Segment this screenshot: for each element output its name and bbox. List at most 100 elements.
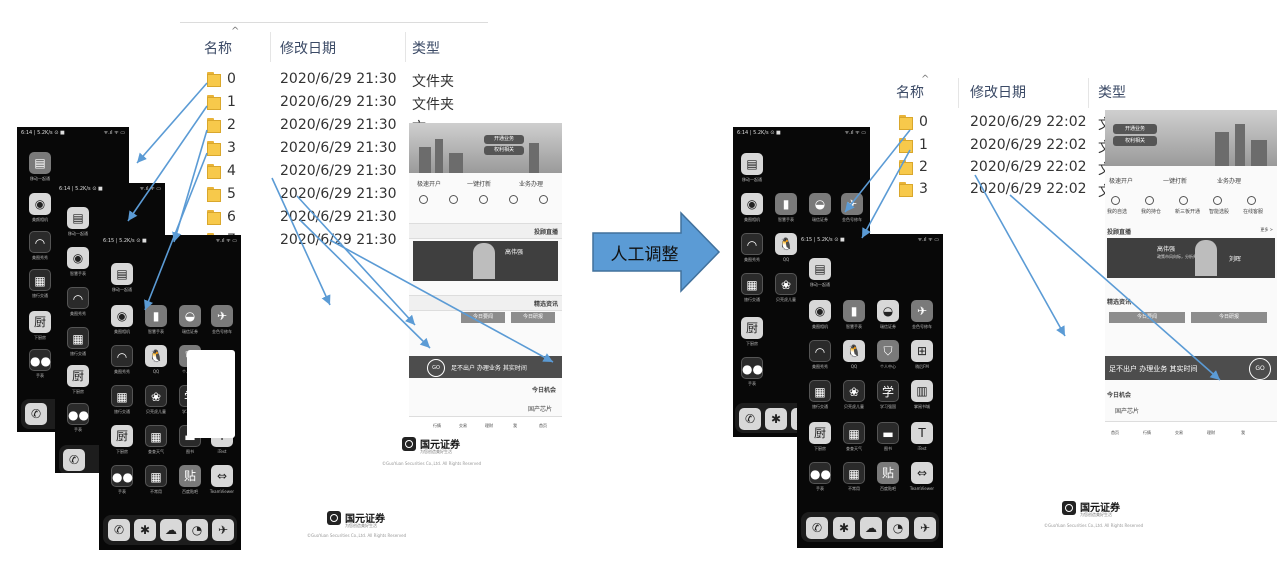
app-icon[interactable]: ▦ <box>29 269 51 291</box>
app-icon[interactable]: ▦ <box>67 327 89 349</box>
nav-trade[interactable]: 交易 <box>459 423 467 428</box>
app-icon[interactable]: 厨 <box>809 422 831 444</box>
teamviewer-icon[interactable]: ⇔ <box>911 462 933 484</box>
sort-caret-icon[interactable]: ^ <box>231 26 240 37</box>
app-icon[interactable]: ◠ <box>741 233 763 255</box>
app-icon[interactable]: ◉ <box>809 300 831 322</box>
app-icon[interactable]: ▮ <box>775 193 797 215</box>
app-icon[interactable]: ▥ <box>911 380 933 402</box>
qq-icon[interactable]: 🐧 <box>145 345 167 367</box>
quick-entry-3[interactable]: 业务办理 <box>519 181 544 188</box>
app-icon[interactable]: 厨 <box>111 425 133 447</box>
app-icon[interactable]: ▦ <box>741 273 763 295</box>
chance-item[interactable]: 国产芯片 <box>1115 408 1140 415</box>
app-icon[interactable]: 厨 <box>67 365 89 387</box>
menu-item[interactable]: 在线客服 <box>1243 209 1264 215</box>
promo-banner[interactable]: 开通业务 权利相关 <box>1105 110 1277 166</box>
app-icon[interactable]: ⛉ <box>877 340 899 362</box>
tab-today-news[interactable]: 今日要闻 <box>1109 312 1185 323</box>
quick-entry-2[interactable]: 一键打新 <box>467 181 492 188</box>
app-icon[interactable]: ✈ <box>911 300 933 322</box>
app-icon[interactable]: 学 <box>877 380 899 402</box>
app-icon[interactable]: ⊞ <box>911 340 933 362</box>
column-header-type[interactable]: 类型 <box>1098 85 1126 101</box>
quick-entry-1[interactable]: 极速开户 <box>1109 178 1134 185</box>
column-separator[interactable] <box>405 32 406 62</box>
clock-icon[interactable]: ◔ <box>186 519 208 541</box>
column-header-date[interactable]: 修改日期 <box>970 85 1026 101</box>
app-icon[interactable]: ▦ <box>145 465 167 487</box>
app-icon[interactable]: ▬ <box>877 422 899 444</box>
app-icon[interactable]: ▦ <box>809 380 831 402</box>
app-icon[interactable]: ▮ <box>843 300 865 322</box>
app-icon[interactable]: ❀ <box>775 273 797 295</box>
sort-caret-icon[interactable]: ^ <box>921 74 930 85</box>
app-icon[interactable]: ▤ <box>67 207 89 229</box>
app-icon[interactable]: 贴 <box>877 462 899 484</box>
live-stream-card[interactable]: 高伟强 <box>413 241 558 281</box>
column-separator[interactable] <box>270 32 271 62</box>
menu-icon[interactable] <box>419 195 428 204</box>
app-icon[interactable]: ◒ <box>877 300 899 322</box>
app-icon[interactable]: ●● <box>809 462 831 484</box>
app-icon[interactable]: ◠ <box>111 345 133 367</box>
wechat-icon[interactable]: ☁ <box>860 517 882 539</box>
app-icon[interactable]: ◉ <box>67 247 89 269</box>
phone-call-icon[interactable]: ✆ <box>25 403 47 425</box>
nav-market[interactable]: 行情 <box>1143 430 1151 435</box>
app-icon[interactable]: 厨 <box>741 317 763 339</box>
menu-icon[interactable] <box>1111 196 1120 205</box>
nav-finance[interactable]: 理财 <box>1207 430 1215 435</box>
promo-banner[interactable]: 开通业务 权利相关 <box>409 123 562 173</box>
wechat-icon[interactable]: ☁ <box>160 519 182 541</box>
tab-today-news[interactable]: 今日要闻 <box>461 312 505 323</box>
app-icon[interactable]: 厨 <box>29 311 51 333</box>
app-icon[interactable]: ✱ <box>833 517 855 539</box>
app-icon[interactable]: ●● <box>111 465 133 487</box>
promo-strip[interactable]: 足不出户 办理业务 其实时间 GO <box>409 356 562 378</box>
menu-item[interactable]: 我的持仓 <box>1141 209 1162 215</box>
app-icon[interactable]: ✈ <box>841 193 863 215</box>
app-icon[interactable]: ▤ <box>809 258 831 280</box>
app-icon[interactable]: ▤ <box>741 153 763 175</box>
app-icon[interactable]: ◉ <box>741 193 763 215</box>
column-header-name[interactable]: 名称 <box>204 41 232 57</box>
phone-call-icon[interactable]: ✆ <box>63 449 85 471</box>
app-icon[interactable]: T <box>911 422 933 444</box>
nav-finance[interactable]: 理财 <box>485 423 493 428</box>
menu-icon[interactable] <box>1213 196 1222 205</box>
app-icon[interactable]: ◉ <box>29 193 51 215</box>
menu-icon[interactable] <box>539 195 548 204</box>
phone-call-icon[interactable]: ✆ <box>806 517 828 539</box>
popup-dialog[interactable] <box>187 350 235 438</box>
qq-icon[interactable]: 🐧 <box>843 340 865 362</box>
app-icon[interactable]: ▦ <box>843 422 865 444</box>
column-separator[interactable] <box>1088 78 1089 108</box>
menu-item[interactable]: 新三板开通 <box>1175 209 1201 215</box>
nav-me[interactable]: 我 <box>513 423 517 428</box>
nav-me[interactable]: 我 <box>1241 430 1245 435</box>
app-icon[interactable]: ●● <box>29 349 51 371</box>
column-header-type[interactable]: 类型 <box>412 41 440 57</box>
nav-market[interactable]: 行情 <box>433 423 441 428</box>
live-stream-card[interactable]: 高伟强 政策市风向标，分析师在看 刘晖 <box>1107 238 1275 278</box>
menu-icon[interactable] <box>509 195 518 204</box>
menu-icon[interactable] <box>1179 196 1188 205</box>
column-separator[interactable] <box>958 78 959 108</box>
more-link[interactable]: 更多 > <box>1260 227 1273 232</box>
promo-strip[interactable]: 足不出户 办理业务 其实时间 GO <box>1105 356 1277 380</box>
app-icon[interactable]: ●● <box>741 357 763 379</box>
app-icon[interactable]: ❀ <box>145 385 167 407</box>
phone-call-icon[interactable]: ✆ <box>739 408 761 430</box>
column-header-date[interactable]: 修改日期 <box>280 41 336 57</box>
column-header-name[interactable]: 名称 <box>896 85 924 101</box>
app-icon[interactable]: ✈ <box>211 305 233 327</box>
app-icon[interactable]: ▤ <box>111 263 133 285</box>
app-icon[interactable]: ◠ <box>67 287 89 309</box>
app-icon[interactable]: ◒ <box>179 305 201 327</box>
qq-icon[interactable]: 🐧 <box>775 233 797 255</box>
app-icon[interactable]: ▦ <box>145 425 167 447</box>
quick-entry-2[interactable]: 一键打新 <box>1163 178 1188 185</box>
menu-item[interactable]: 我的自选 <box>1107 209 1128 215</box>
nav-home[interactable]: 首页 <box>539 423 547 428</box>
